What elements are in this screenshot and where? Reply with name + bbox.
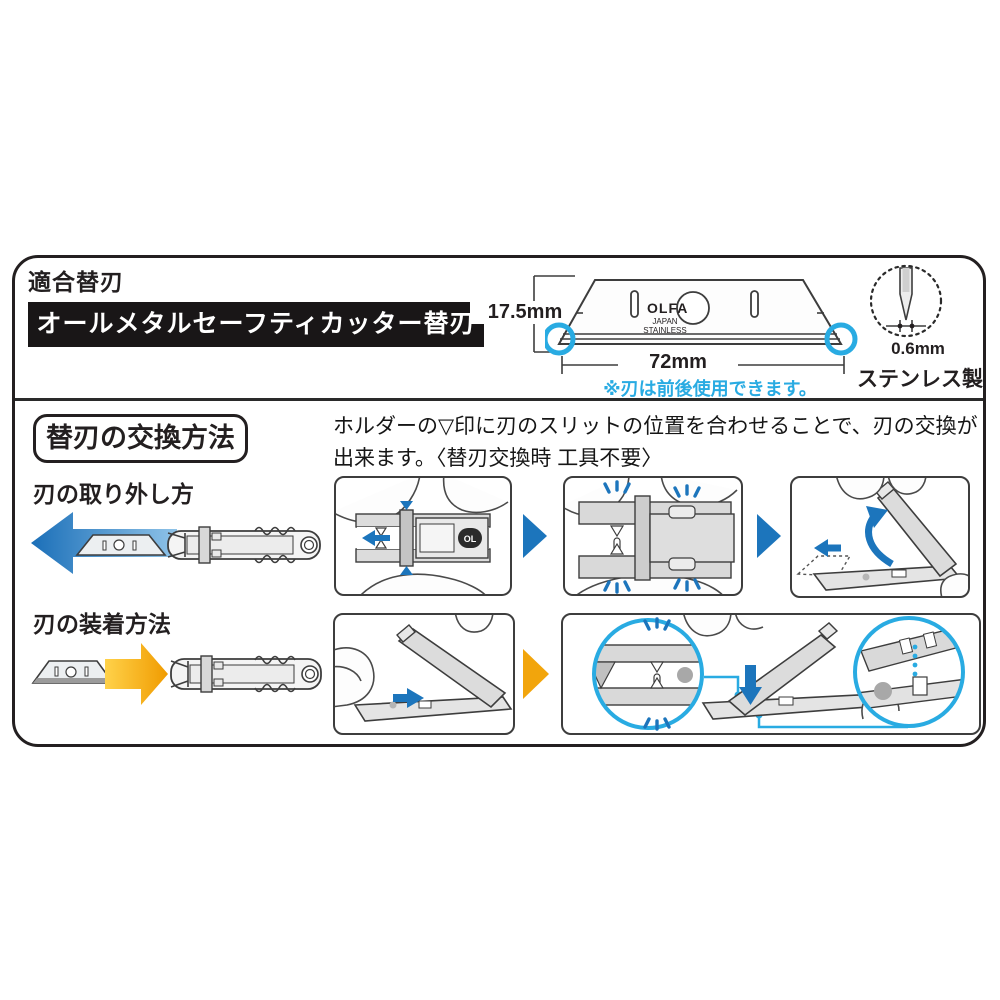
remove-step-label: 刃の取り外し方 — [33, 481, 194, 507]
reversible-note: ※刃は前後使用できます。 — [603, 379, 817, 399]
material-label: ステンレス製 — [857, 368, 983, 391]
remove-step1-panel: OL — [334, 476, 512, 596]
click-emphasis-icon — [603, 480, 631, 494]
pull-out-arrow-icon — [814, 539, 841, 557]
step-arrow-yellow-icon — [523, 649, 549, 699]
howto-description: ホルダーの▽印に刃のスリットの位置を合わせることで、刃の交換が出来ます。〈替刃交… — [333, 415, 978, 470]
remove-step3-panel — [790, 476, 970, 598]
click-emphasis-icon — [643, 617, 671, 631]
step-arrow-icon — [523, 514, 547, 558]
step-arrow-icon — [757, 514, 781, 558]
howto-title: 替刃の交換方法 — [33, 414, 248, 463]
attach-step-label: 刃の装着方法 — [33, 611, 171, 637]
blade-width-label: 72mm — [618, 351, 738, 374]
product-name-label: オールメタルセーフティカッター替刃 — [28, 302, 484, 347]
section-divider — [15, 398, 983, 401]
slide-left-arrow-icon — [362, 530, 390, 546]
insert-direction-arrow-icon — [105, 643, 168, 705]
click-emphasis-icon — [603, 580, 631, 594]
alignment-callout-circle — [592, 618, 704, 730]
align-pointer-bottom-icon — [400, 566, 413, 575]
click-emphasis-icon — [673, 578, 701, 592]
blade-steel-text: STAINLESS — [643, 326, 686, 335]
press-down-arrow-icon — [739, 687, 762, 705]
cross-section-diagram — [869, 264, 943, 338]
align-pointer-top-icon — [400, 501, 413, 510]
corner-highlight-left — [545, 322, 576, 356]
latch-callout-circle — [853, 616, 965, 728]
compat-heading: 適合替刃 — [28, 269, 124, 295]
holder-logo-fragment: OL — [464, 534, 477, 544]
blade-height-label: 17.5mm — [470, 301, 580, 324]
blade-brand-text: OLFA — [647, 300, 688, 316]
slide-in-arrow-icon — [407, 688, 424, 708]
attach-step2-panel — [561, 613, 981, 735]
click-emphasis-icon — [673, 484, 701, 498]
blade-diagram: OLFA JAPAN STAINLESS — [545, 279, 858, 356]
remove-step2-panel — [563, 476, 743, 596]
corner-highlight-right — [824, 322, 858, 356]
blade-thickness-label: 0.6mm — [891, 339, 945, 358]
blade-attach-graphic — [31, 643, 322, 705]
blade-removal-graphic — [31, 512, 321, 574]
blade-origin-text: JAPAN — [652, 317, 677, 326]
click-emphasis-icon — [643, 717, 671, 731]
main-frame: 適合替刃 オールメタルセーフティカッター替刃 17.5mm OLFA JAPAN… — [12, 255, 986, 747]
attach-step1-panel — [333, 613, 515, 735]
